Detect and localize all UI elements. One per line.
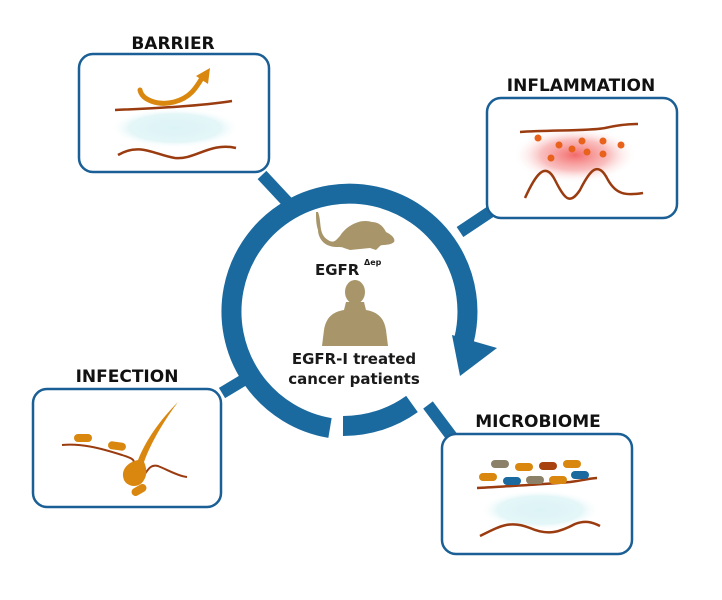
- connector-barrier: [257, 170, 295, 210]
- microbe: [563, 460, 581, 468]
- panel-label-microbiome: MICROBIOME: [475, 412, 601, 432]
- panel-barrier: BARRIER: [77, 34, 271, 174]
- barrier-arrow-icon: [137, 75, 205, 106]
- human-label-line2: cancer patients: [288, 370, 420, 388]
- panel-label-infection: INFECTION: [76, 367, 179, 387]
- connector-inflammation: [456, 207, 494, 237]
- microbe: [515, 463, 533, 471]
- human-label-line1: EGFR-I treated: [292, 350, 416, 368]
- hair-follicle-icon: [122, 402, 178, 486]
- bacteria: [74, 434, 147, 496]
- inflammation-cells: [534, 134, 625, 162]
- connectors: [218, 170, 494, 441]
- microbes: [479, 460, 589, 485]
- microbe: [479, 473, 497, 481]
- microbe: [571, 471, 589, 479]
- microbe: [526, 476, 544, 484]
- cycle-arrow-icon: [452, 335, 497, 376]
- microbe: [549, 476, 567, 484]
- microbe: [503, 477, 521, 485]
- cycle-ring: [221, 183, 497, 438]
- human-icon: [322, 280, 388, 346]
- microbe: [491, 460, 509, 468]
- panel-infection: INFECTION: [31, 367, 223, 509]
- mouse-icon: [316, 212, 395, 250]
- panel-microbiome: MICROBIOME: [440, 412, 634, 556]
- connector-microbiome: [423, 401, 457, 441]
- mouse-label: EGFR: [315, 261, 360, 279]
- panel-label-barrier: BARRIER: [131, 34, 214, 54]
- panel-inflammation: INFLAMMATION: [485, 76, 679, 220]
- panel-label-inflammation: INFLAMMATION: [507, 76, 655, 96]
- mouse-superscript: Δep: [364, 258, 382, 267]
- microbe: [539, 462, 557, 470]
